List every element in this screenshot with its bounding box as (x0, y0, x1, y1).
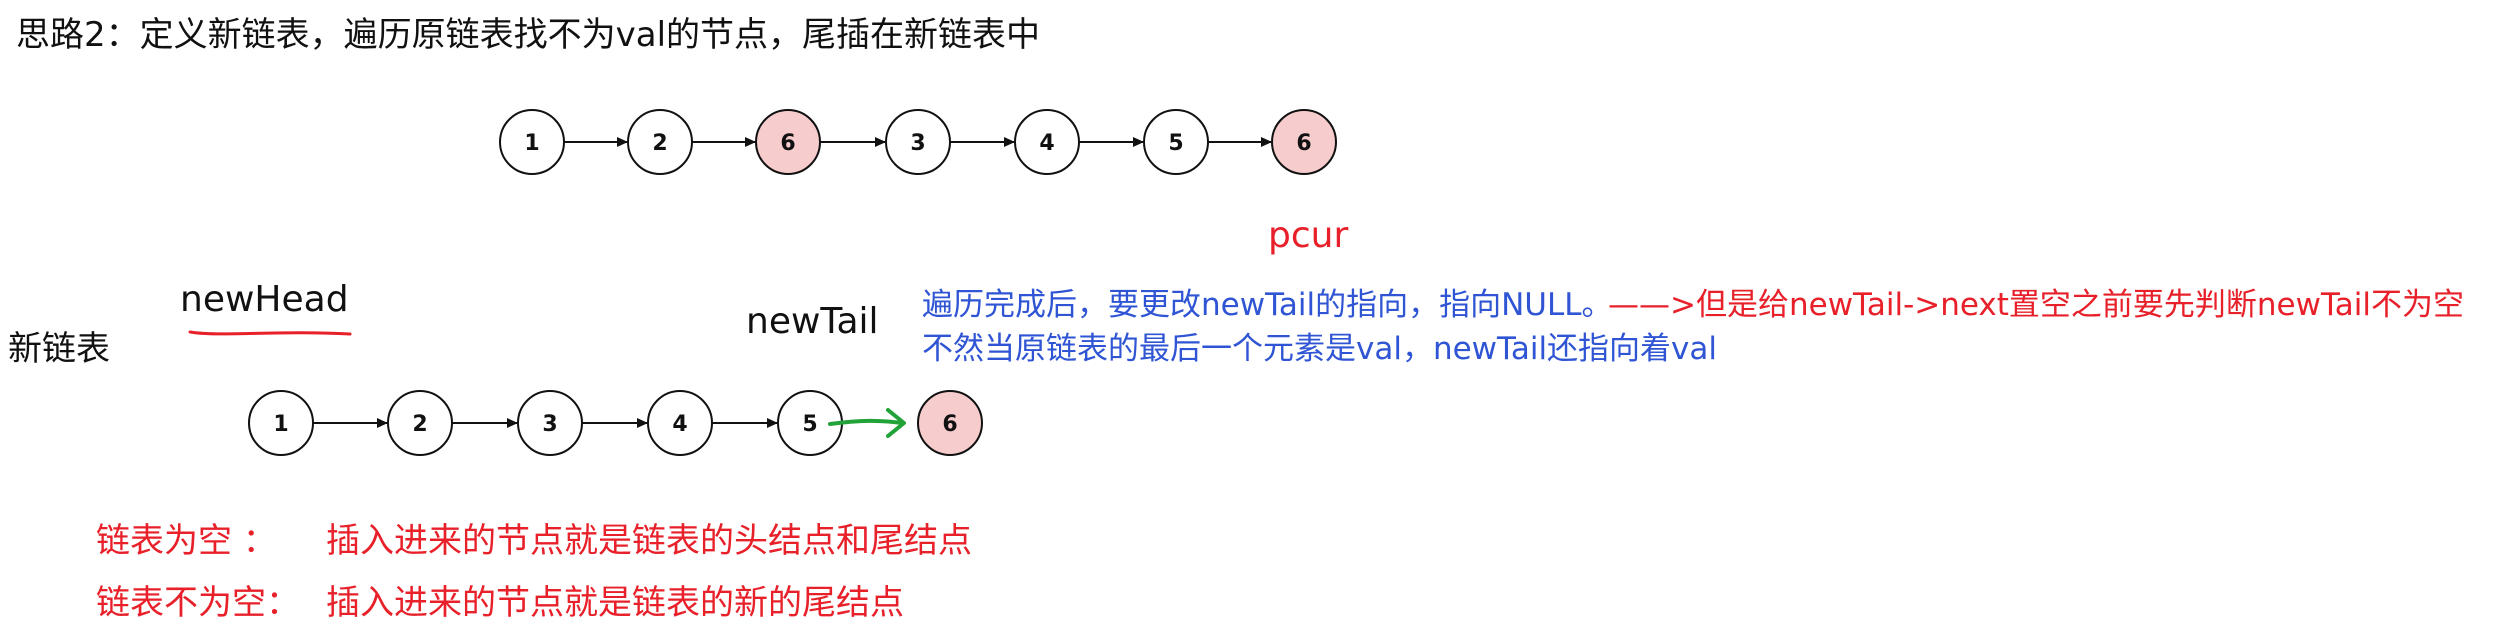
rule-empty-label: 链表为空 ： (96, 521, 277, 561)
new-list: 1 2 3 4 5 6 (248, 390, 983, 456)
new-node-3 (517, 390, 583, 456)
original-node-4 (885, 109, 951, 175)
new-node-1 (248, 390, 314, 456)
note-line2: 不然当原链表的最后一个元素是val，newTail还指向着val (922, 331, 1718, 367)
new-node-label-4: 4 (672, 412, 687, 437)
note-line1-red: ——>但是给newTail->next置空之前要先判断newTail不为空 (1608, 287, 2465, 323)
rule-nonempty-text: 插入进来的节点就是链表的新的尾结点 (326, 583, 904, 623)
pointer-newhead: newHead (180, 279, 349, 320)
new-node-4 (647, 390, 713, 456)
original-node-label-5: 4 (1039, 131, 1054, 156)
original-node-1 (499, 109, 565, 175)
original-node-label-6: 5 (1168, 131, 1183, 156)
note-line1-blue: 遍历完成后，要更改newTail的指向，指向NULL。 (922, 287, 1613, 323)
rule-empty-text: 插入进来的节点就是链表的头结点和尾结点 (326, 521, 972, 561)
original-list: 1 2 6 3 4 5 6 (499, 109, 1337, 175)
original-node-7 (1271, 109, 1337, 175)
original-node-label-4: 3 (910, 131, 925, 156)
new-node-label-5: 5 (802, 412, 817, 437)
original-node-label-1: 1 (524, 131, 539, 156)
new-node-label-3: 3 (542, 412, 557, 437)
new-node-2 (387, 390, 453, 456)
rule-nonempty-label: 链表不为空： (96, 583, 300, 623)
original-node-5 (1014, 109, 1080, 175)
new-list-label: 新链表 (8, 329, 110, 369)
pointer-pcur: pcur (1268, 215, 1349, 256)
pointer-newtail: newTail (746, 301, 879, 342)
new-node-label-2: 2 (412, 412, 427, 437)
green-arrow (828, 408, 906, 438)
original-node-label-7: 6 (1296, 131, 1311, 156)
new-node-label-6: 6 (942, 412, 957, 437)
original-node-3 (755, 109, 821, 175)
diagram-title: 思路2：定义新链表，遍历原链表找不为val的节点，尾插在新链表中 (16, 15, 1041, 55)
original-node-2 (627, 109, 693, 175)
original-node-label-2: 2 (652, 131, 667, 156)
original-node-label-3: 6 (780, 131, 795, 156)
original-node-6 (1143, 109, 1209, 175)
newhead-underline (188, 330, 352, 336)
new-node-6 (917, 390, 983, 456)
new-node-label-1: 1 (273, 412, 288, 437)
